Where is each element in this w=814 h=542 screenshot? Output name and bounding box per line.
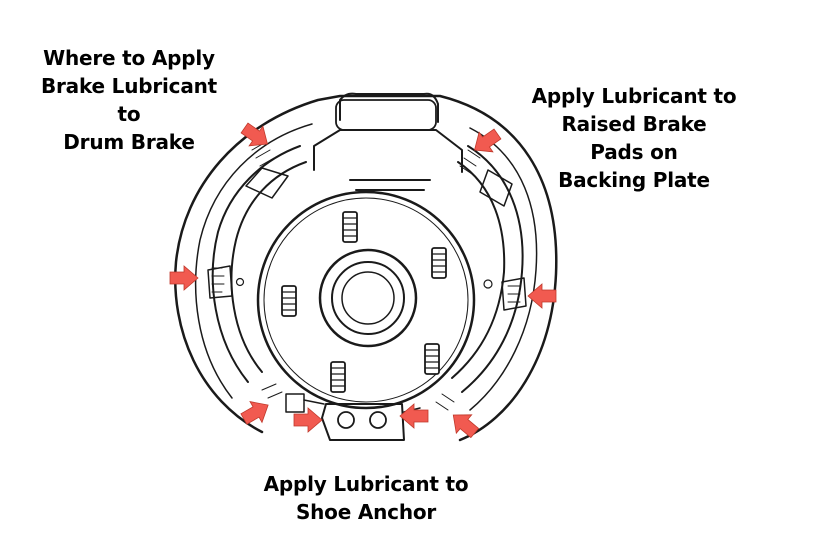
label-line: Pads on (590, 140, 678, 164)
bearing-hub (318, 248, 418, 348)
wheel-stud-icon (424, 343, 440, 375)
backing-plate-outline (174, 94, 558, 442)
label-line: Apply Lubricant to (531, 84, 737, 108)
label-line: Raised Brake (561, 112, 707, 136)
shoe-anchor (321, 403, 405, 441)
hub-flange (256, 190, 476, 410)
label-line: Backing Plate (558, 168, 710, 192)
raised-pad-top-left (245, 167, 289, 199)
wheel-stud-icon (330, 361, 346, 393)
label-shoe-anchor: Apply Lubricant to Shoe Anchor (246, 470, 486, 526)
raised-pad-left (207, 265, 233, 299)
wheel-stud-icon (281, 285, 297, 317)
label-line: Drum Brake (63, 130, 195, 154)
label-line: to (117, 102, 141, 126)
label-line: Brake Lubricant (40, 74, 218, 98)
raised-pad-top-right (479, 169, 513, 207)
label-raised-brake-pads: Apply Lubricant to Raised Brake Pads on … (518, 82, 750, 194)
wheel-stud-icon (342, 211, 358, 243)
backing-plate-inner-rim (194, 123, 538, 411)
lubricant-arrow-icon (237, 394, 275, 430)
lubricant-arrow-icon (445, 405, 483, 443)
label-line: Where to Apply (43, 46, 215, 70)
lubricant-arrow-icon (399, 403, 429, 429)
wheel-stud-icon (431, 247, 447, 279)
label-where-to-apply: Where to Apply Brake Lubricant to Drum B… (20, 44, 238, 156)
brake-shoe-right (451, 145, 524, 393)
brake-shoe-left (211, 145, 307, 383)
lubricant-arrow-icon (237, 117, 275, 155)
wheel-studs (281, 211, 447, 393)
label-line: Apply Lubricant to (263, 472, 469, 496)
label-line: Shoe Anchor (295, 500, 437, 524)
raised-pad-right (501, 277, 527, 311)
